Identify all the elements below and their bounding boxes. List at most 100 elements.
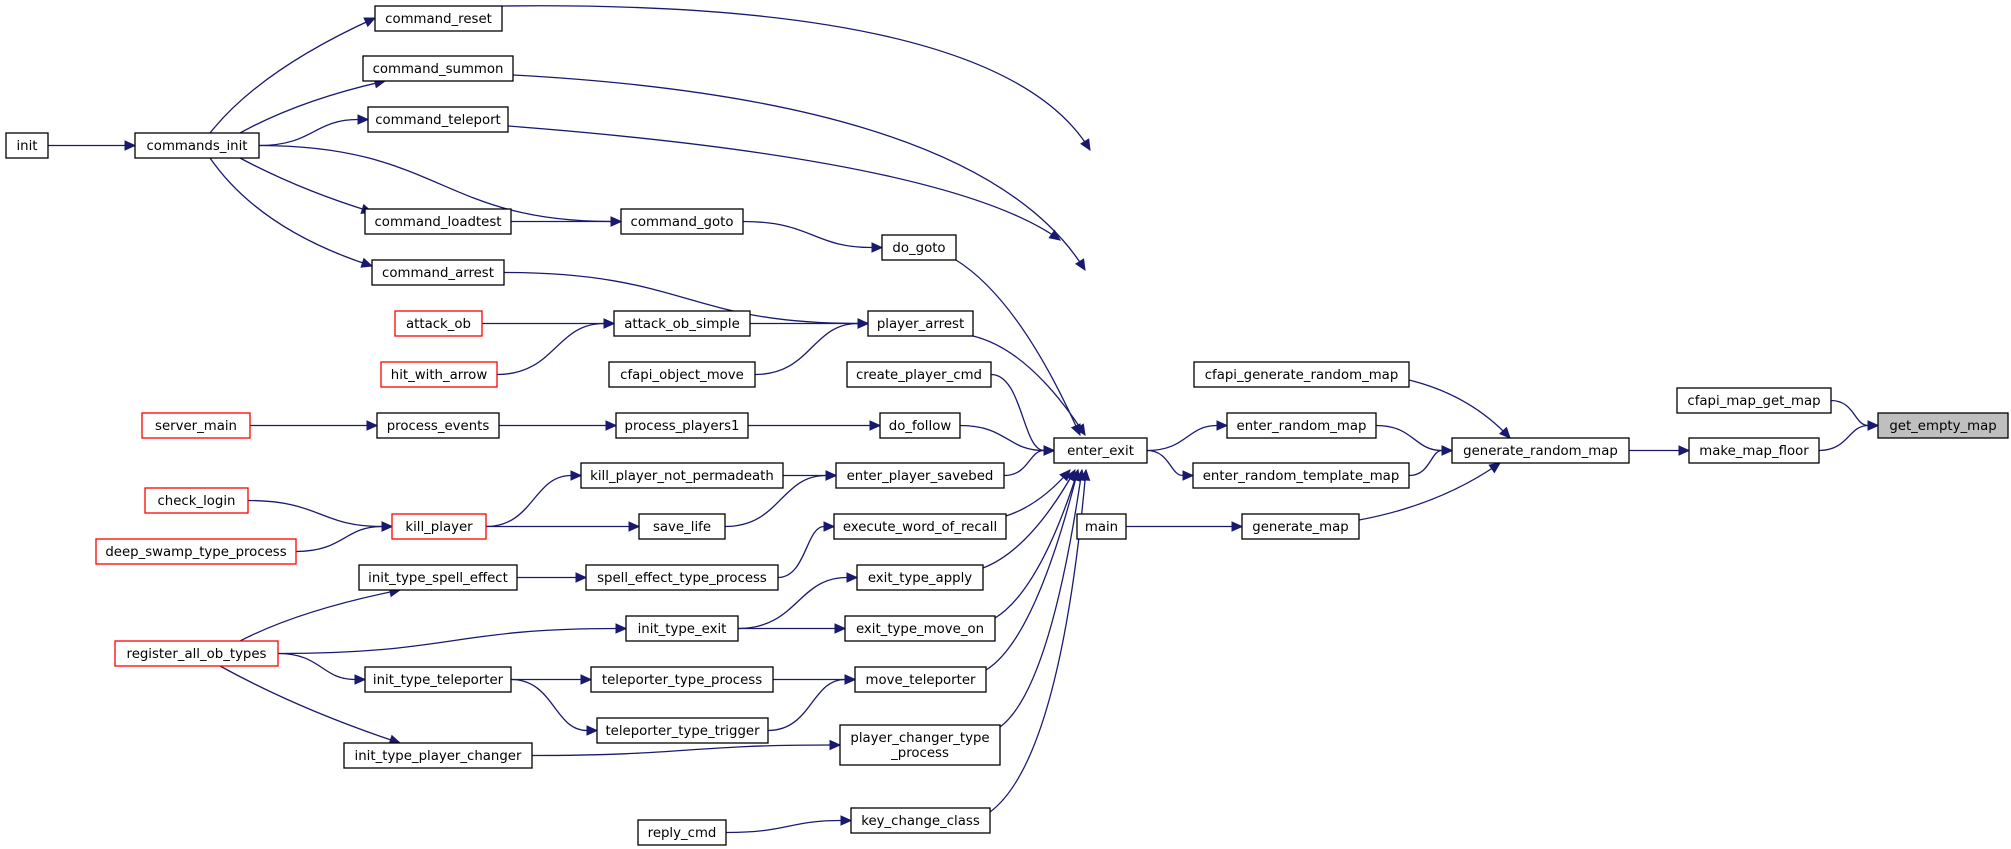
node-label: hit_with_arrow: [391, 368, 488, 383]
edge-line: [982, 469, 1076, 569]
node-reply_cmd[interactable]: reply_cmd: [637, 819, 727, 846]
node-label: create_player_cmd: [856, 368, 982, 383]
node-enter_exit[interactable]: enter_exit: [1053, 437, 1148, 464]
node-label: enter_random_template_map: [1203, 469, 1400, 484]
node-command_arrest[interactable]: command_arrest: [371, 259, 505, 286]
node-attack_ob_simple[interactable]: attack_ob_simple: [613, 310, 751, 337]
edge-line: [724, 474, 827, 528]
node-hit_with_arrow[interactable]: hit_with_arrow: [380, 361, 498, 388]
edge-arrowhead: [360, 257, 374, 268]
node-commands_init[interactable]: commands_init: [134, 132, 260, 159]
node-exit_type_apply[interactable]: exit_type_apply: [856, 564, 984, 591]
node-player_arrest[interactable]: player_arrest: [867, 310, 974, 337]
node-box: [881, 234, 957, 261]
edge-arrowhead: [1231, 521, 1244, 532]
node-key_change_class[interactable]: key_change_class: [850, 807, 991, 834]
edge-line: [990, 373, 1045, 452]
node-label: attack_ob_simple: [624, 317, 740, 332]
node-generate_random_map[interactable]: generate_random_map: [1451, 437, 1630, 464]
node-process_players1[interactable]: process_players1: [615, 412, 749, 439]
edge-deep_swamp_type_process-to-kill_player: [295, 521, 394, 553]
node-register_all_ob_types[interactable]: register_all_ob_types: [114, 640, 279, 667]
edge-key_change_class-to-enter_exit: [989, 468, 1091, 813]
node-move_teleporter[interactable]: move_teleporter: [854, 666, 987, 693]
node-box: [367, 106, 509, 133]
node-command_teleport[interactable]: command_teleport: [367, 106, 509, 133]
node-enter_player_savebed[interactable]: enter_player_savebed: [835, 462, 1005, 489]
node-init_type_teleporter[interactable]: init_type_teleporter: [364, 666, 512, 693]
node-box: [364, 666, 512, 693]
node-label: generate_map: [1252, 520, 1348, 535]
node-label: cfapi_generate_random_map: [1205, 368, 1399, 383]
node-label: player_arrest: [877, 317, 964, 332]
edge-line: [209, 157, 373, 267]
node-server_main[interactable]: server_main: [141, 412, 251, 439]
edge-arrowhead: [1182, 470, 1195, 481]
node-main[interactable]: main: [1076, 513, 1127, 540]
edge-command_loadtest-to-command_goto: [511, 216, 623, 227]
node-exit_type_move_on[interactable]: exit_type_move_on: [844, 615, 996, 642]
node-init_type_spell_effect[interactable]: init_type_spell_effect: [358, 564, 518, 591]
node-box: [362, 55, 514, 82]
node-create_player_cmd[interactable]: create_player_cmd: [846, 361, 992, 388]
node-command_summon[interactable]: command_summon: [362, 55, 514, 82]
node-label: _process: [890, 746, 949, 761]
node-command_goto[interactable]: command_goto: [620, 208, 744, 235]
edge-line: [742, 220, 873, 249]
node-save_life[interactable]: save_life: [638, 513, 726, 540]
edge-line: [1005, 469, 1071, 517]
node-box: [844, 615, 996, 642]
edge-arrowhead: [1043, 445, 1056, 456]
node-init_type_player_changer[interactable]: init_type_player_changer: [343, 742, 533, 769]
node-init_type_exit[interactable]: init_type_exit: [625, 615, 739, 642]
node-cfapi_object_move[interactable]: cfapi_object_move: [608, 361, 756, 388]
node-attack_ob[interactable]: attack_ob: [394, 310, 483, 337]
node-generate_map[interactable]: generate_map: [1241, 513, 1360, 540]
edge-arrowhead: [1080, 138, 1091, 152]
edge-arrowhead: [869, 420, 882, 431]
node-box: [1226, 412, 1377, 439]
node-command_loadtest[interactable]: command_loadtest: [364, 208, 512, 235]
node-box: [846, 361, 992, 388]
edge-arrowhead: [857, 318, 870, 329]
edge-create_player_cmd-to-enter_exit: [990, 373, 1056, 456]
node-command_reset[interactable]: command_reset: [374, 5, 503, 32]
node-label: init_type_spell_effect: [368, 571, 508, 586]
edge-line: [754, 322, 859, 376]
node-enter_random_template_map[interactable]: enter_random_template_map: [1192, 462, 1410, 489]
node-do_goto[interactable]: do_goto: [881, 234, 957, 261]
node-init[interactable]: init: [5, 132, 49, 159]
node-player_changer_type_process[interactable]: player_changer_type_process: [839, 724, 1001, 766]
edge-command_teleport-to-enter_exit: [507, 125, 1061, 241]
edge-commands_init-to-command_reset: [209, 17, 377, 134]
node-execute_word_of_recall[interactable]: execute_word_of_recall: [833, 513, 1007, 540]
node-make_map_floor[interactable]: make_map_floor: [1688, 437, 1820, 464]
node-spell_effect_type_process[interactable]: spell_effect_type_process: [585, 564, 779, 591]
edge-teleporter_type_trigger-to-move_teleporter: [767, 674, 857, 732]
node-get_empty_map[interactable]: get_empty_map: [1877, 412, 2009, 439]
edge-process_events-to-process_players1: [499, 420, 618, 431]
node-label: check_login: [158, 494, 236, 509]
node-enter_random_map[interactable]: enter_random_map: [1226, 412, 1377, 439]
node-teleporter_type_process[interactable]: teleporter_type_process: [590, 666, 774, 693]
node-cfapi_map_get_map[interactable]: cfapi_map_get_map: [1676, 387, 1832, 414]
node-teleporter_type_trigger[interactable]: teleporter_type_trigger: [596, 717, 769, 744]
node-kill_player_not_permadeath[interactable]: kill_player_not_permadeath: [580, 462, 784, 489]
node-deep_swamp_type_process[interactable]: deep_swamp_type_process: [95, 538, 297, 565]
node-check_login[interactable]: check_login: [144, 487, 249, 514]
node-box: [358, 564, 518, 591]
node-label: main: [1085, 520, 1118, 535]
node-kill_player[interactable]: kill_player: [391, 513, 487, 540]
edge-commands_init-to-command_teleport: [258, 114, 370, 147]
edge-player_arrest-to-enter_exit: [972, 335, 1086, 437]
edge-arrowhead: [823, 521, 836, 532]
node-box: [394, 310, 483, 337]
edge-init_type_teleporter-to-teleporter_type_process: [511, 674, 593, 685]
node-process_events[interactable]: process_events: [376, 412, 500, 439]
edge-arrowhead: [1079, 468, 1091, 481]
edge-generate_map-to-generate_random_map: [1358, 462, 1501, 521]
node-box: [376, 412, 500, 439]
edge-line: [1146, 449, 1184, 477]
node-do_follow[interactable]: do_follow: [879, 412, 961, 439]
node-cfapi_generate_random_map[interactable]: cfapi_generate_random_map: [1193, 361, 1410, 388]
